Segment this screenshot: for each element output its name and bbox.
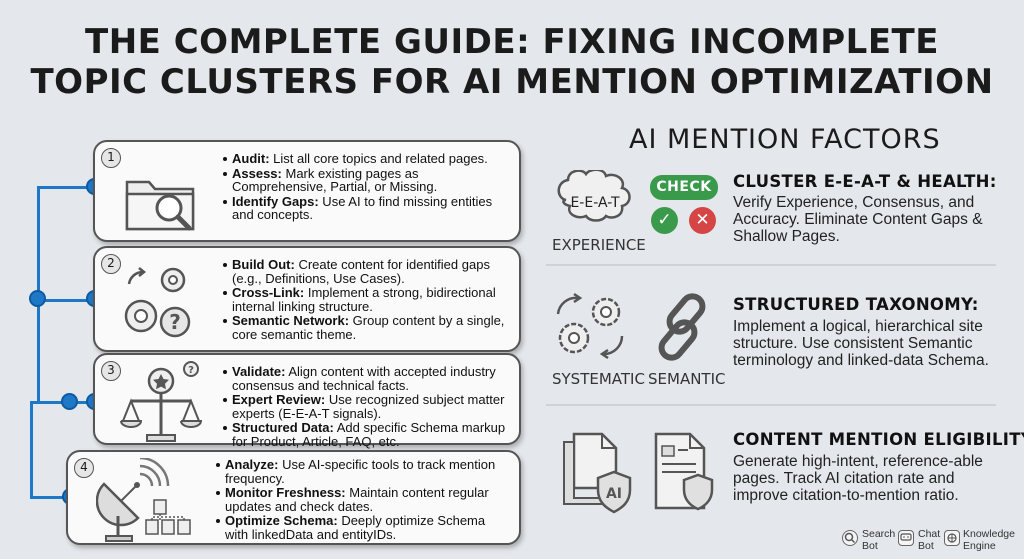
factor-body: Verify Experience, Consensus, and Accura… (733, 194, 983, 245)
bullet-item: Build Out: Create content for identified… (223, 258, 511, 285)
factor-heading: CONTENT MENTION ELIGIBILITY: (733, 430, 1024, 449)
bullet-item: Semantic Network: Group content by a sin… (223, 314, 511, 341)
timeline-dot (29, 290, 46, 307)
icon-label-systematic: SYSTEMATIC (552, 370, 645, 388)
svg-text:E-E-A-T: E-E-A-T (570, 195, 620, 211)
chain-link-icon (650, 292, 716, 362)
step-number: 3 (101, 361, 121, 381)
page-title: THE COMPLETE GUIDE: FIXING INCOMPLETE TO… (0, 22, 1024, 102)
factor-heading: CLUSTER E-E-A-T & HEALTH: (733, 172, 997, 191)
bullet-item: Structured Data: Add specific Schema mar… (223, 421, 511, 448)
factors-title: AI MENTION FACTORS (629, 124, 941, 155)
document-ai-icon: AI (560, 430, 634, 516)
search-icon (842, 530, 858, 546)
bullet-item: Audit: List all core topics and related … (223, 152, 511, 166)
step-bullets: Analyze: Use AI-specific tools to track … (216, 458, 511, 542)
scales-award-icon: ? (117, 359, 207, 442)
step-bullets: Build Out: Create content for identified… (223, 258, 511, 342)
icon-label-experience: EXPERIENCE (552, 236, 646, 254)
svg-text:?: ? (188, 365, 194, 376)
factor-body: Generate high-intent, reference-able pag… (733, 453, 983, 504)
bullet-item: Expert Review: Use recognized subject ma… (223, 393, 511, 420)
bullet-item: Optimize Schema: Deeply optimize Schema … (216, 514, 511, 541)
factor-heading: STRUCTURED TAXONOMY: (733, 295, 979, 314)
bullet-item: Identify Gaps: Use AI to find missing en… (223, 194, 511, 222)
bullet-item: Analyze: Use AI-specific tools to track … (216, 458, 511, 485)
satellite-dish-icon (95, 456, 191, 542)
divider (546, 404, 996, 406)
document-shield-icon (650, 430, 720, 516)
checkmark-icon: ✓ (651, 207, 678, 234)
bullet-item: Assess: Mark existing pages as Comprehen… (223, 166, 511, 194)
step-number: 4 (74, 458, 94, 478)
cross-icon: ✕ (689, 207, 716, 234)
step-card-4: 4 Analyze: Use AI-specific tools to trac… (66, 450, 521, 545)
bullet-item: Cross-Link: Implement a strong, bidirect… (223, 286, 511, 313)
bullet-item: Monitor Freshness: Maintain content regu… (216, 486, 511, 513)
knowledge-icon (944, 530, 960, 546)
chat-icon (898, 530, 914, 546)
icon-label-semantic: SEMANTIC (648, 370, 726, 388)
check-pill-icon: CHECK (650, 175, 718, 200)
step-bullets: Audit: List all core topics and related … (223, 152, 511, 223)
legend-knowledge-engine: Knowledge Engine (963, 528, 1015, 552)
legend-chat-bot: Chat Bot (918, 528, 941, 552)
svg-text:?: ? (169, 310, 181, 334)
svg-text:AI: AI (606, 486, 622, 502)
timeline-dot (61, 393, 78, 410)
step-card-2: 2 ? Build Out: Create content for identi… (93, 246, 521, 352)
bullet-item: Validate: Align content with accepted in… (223, 365, 511, 392)
factor-body: Implement a logical, hierarchical site s… (733, 318, 989, 369)
brain-icon: E-E-A-T (552, 168, 638, 232)
divider (546, 264, 996, 266)
gears-cycle-icon (552, 292, 632, 362)
step-number: 1 (101, 148, 121, 168)
gears-question-icon: ? (117, 260, 207, 340)
step-number: 2 (101, 254, 121, 274)
title-line-2: TOPIC CLUSTERS FOR AI MENTION OPTIMIZATI… (30, 62, 994, 102)
legend-search-bot: Search Bot (862, 528, 896, 552)
step-card-3: 3 ? Validate: Align content with accepte… (93, 353, 521, 448)
step-bullets: Validate: Align content with accepted in… (223, 365, 511, 449)
title-line-1: THE COMPLETE GUIDE: FIXING INCOMPLETE (85, 22, 939, 62)
folder-search-icon (117, 160, 207, 240)
step-card-1: 1 Audit: List all core topics and relate… (93, 140, 521, 242)
